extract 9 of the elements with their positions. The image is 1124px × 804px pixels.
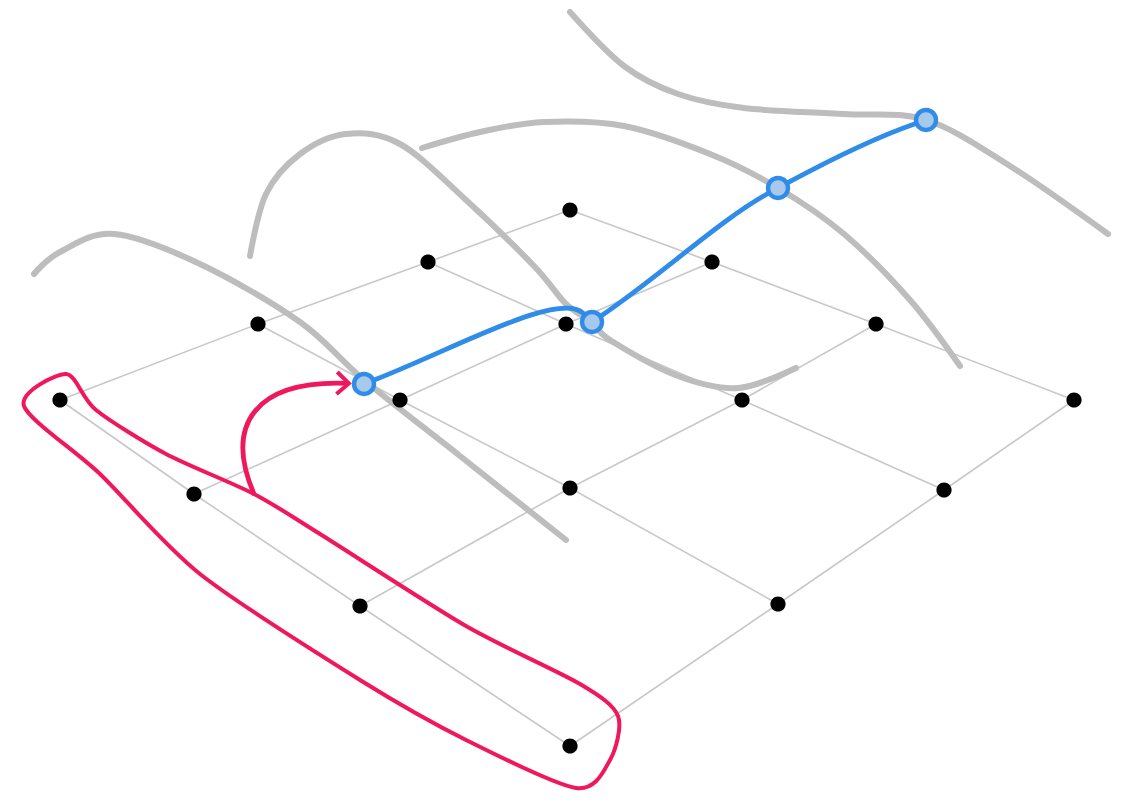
point-marker [579,309,605,335]
point-marker [351,371,377,397]
point-marker [913,107,939,133]
line [786,121,917,185]
line [372,305,586,382]
arrow [240,370,352,496]
highlight-loop [21,372,622,791]
line [599,191,770,318]
point-marker [765,175,791,201]
